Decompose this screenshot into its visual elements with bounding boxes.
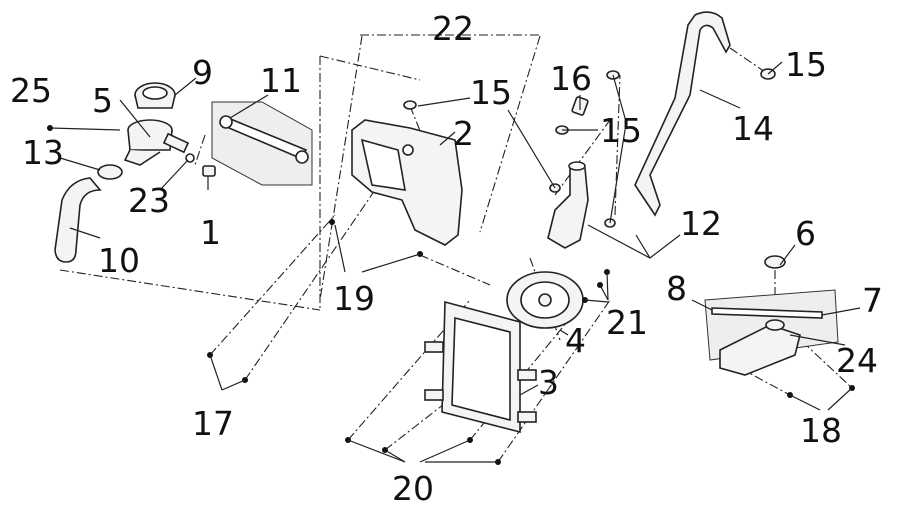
callout-25: 25 — [10, 71, 52, 110]
part-11-pipe-panel — [211, 101, 313, 186]
part-15-washer-top — [403, 100, 417, 110]
callout-15-top: 15 — [470, 73, 512, 112]
part-25-bolt — [47, 125, 53, 131]
part-24-tank — [719, 319, 801, 376]
callout-4: 4 — [565, 321, 586, 360]
callout-15-right: 15 — [785, 45, 827, 84]
callout-19: 19 — [333, 279, 375, 318]
callout-3: 3 — [538, 363, 559, 402]
part-3-radiator — [424, 300, 537, 434]
callout-5: 5 — [92, 81, 113, 120]
part-18-bolts — [787, 385, 855, 398]
part-12-hose — [547, 161, 589, 249]
callout-14: 14 — [732, 109, 774, 148]
callout-17: 17 — [192, 404, 234, 443]
callout-20: 20 — [392, 469, 434, 508]
callout-2: 2 — [453, 114, 474, 153]
callout-15-middle: 15 — [600, 111, 642, 150]
callout-8: 8 — [666, 269, 687, 308]
callout-21: 21 — [606, 303, 648, 342]
part-13-hose-clamp — [97, 164, 123, 180]
part-2-reservoir-tank — [351, 119, 463, 246]
part-10-hose — [54, 177, 102, 263]
callout-10: 10 — [98, 241, 140, 280]
callout-labels: 22 9 11 25 5 13 23 1 10 15 2 19 17 16 15… — [10, 9, 883, 508]
part-14-long-pipe — [634, 11, 731, 217]
callout-23: 23 — [128, 181, 170, 220]
callout-11: 11 — [260, 61, 302, 100]
callout-18: 18 — [800, 411, 842, 450]
part-9-radiator-cap — [134, 82, 176, 109]
callout-6: 6 — [795, 214, 816, 253]
part-21-bolts — [582, 269, 610, 303]
part-17-bolts — [207, 352, 248, 383]
callout-9: 9 — [192, 53, 213, 92]
callout-7: 7 — [862, 281, 883, 320]
callout-24: 24 — [836, 341, 878, 380]
part-5-filler-neck — [123, 119, 190, 166]
part-1-bolt — [202, 165, 216, 177]
part-19-bolts — [329, 219, 423, 257]
part-4-fan — [506, 271, 584, 329]
callout-22: 22 — [432, 9, 474, 48]
callout-16: 16 — [550, 59, 592, 98]
leader-lines — [49, 35, 861, 463]
callout-13: 13 — [22, 133, 64, 172]
callout-12: 12 — [680, 204, 722, 243]
callout-1: 1 — [200, 213, 221, 252]
